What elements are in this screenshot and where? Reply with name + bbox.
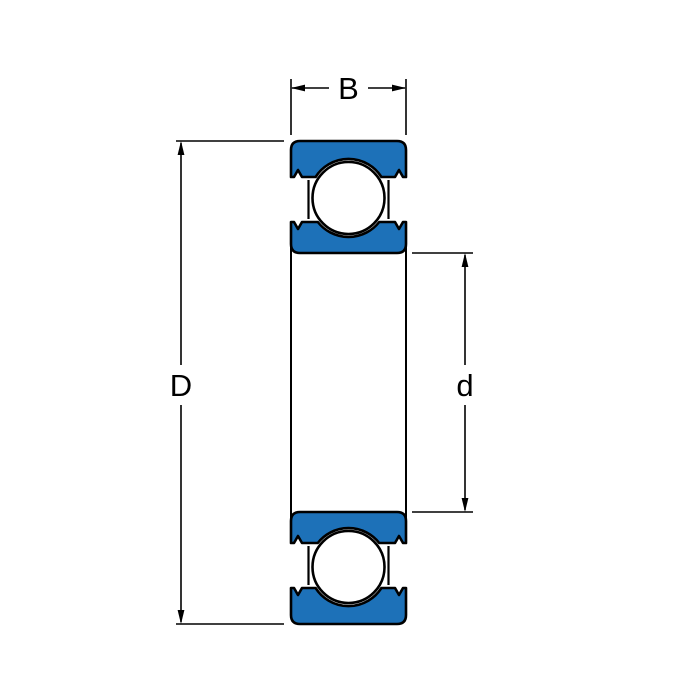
- dimension-D: D: [170, 140, 284, 625]
- arrowhead-top: [461, 253, 469, 267]
- arrowhead-left: [291, 84, 305, 92]
- label-width-B: B: [338, 71, 359, 106]
- bearing-section-top: [289, 139, 408, 255]
- arrowhead-top: [177, 141, 185, 155]
- arrowhead-bottom: [177, 610, 185, 624]
- label-bore-diameter-d: d: [456, 368, 473, 403]
- dimension-B: B: [290, 71, 407, 135]
- arrowhead-right: [392, 84, 406, 92]
- label-outer-diameter-D: D: [170, 368, 192, 403]
- dimension-d: d: [412, 252, 474, 513]
- arrowhead-bottom: [461, 498, 469, 512]
- bearing-section-bottom: [289, 510, 408, 626]
